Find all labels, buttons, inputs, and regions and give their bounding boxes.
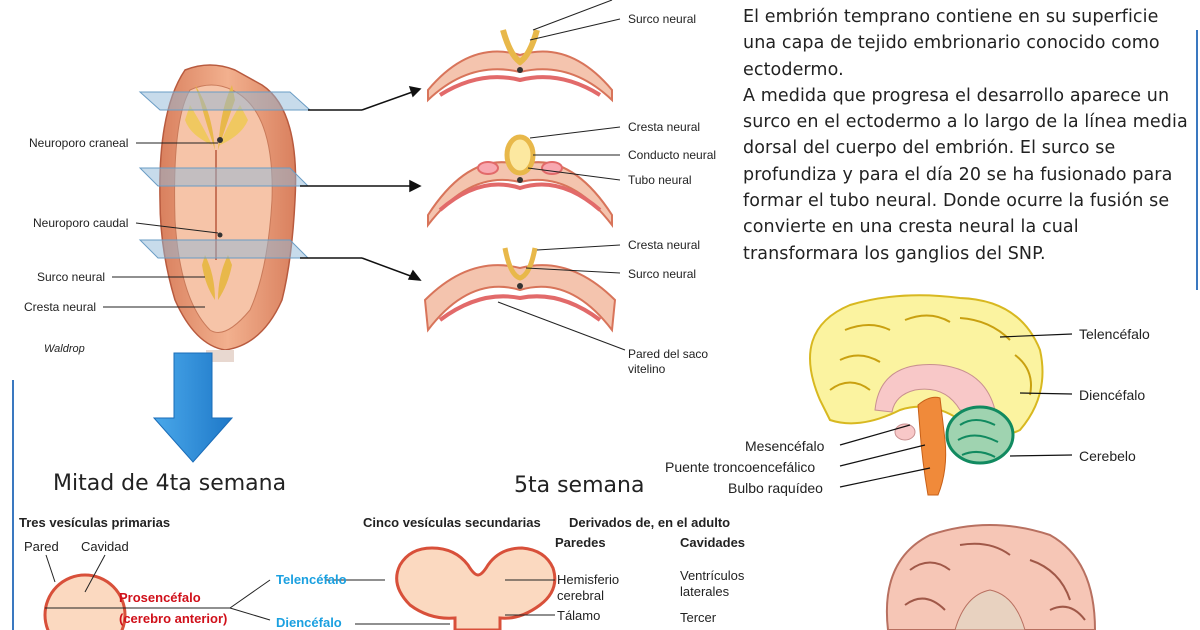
cross-section-middle (427, 134, 613, 228)
week-label-4: Mitad de 4ta semana (53, 471, 287, 496)
explanation-paragraph-1: El embrión temprano contiene en su super… (743, 7, 1160, 80)
cross-section-top (427, 29, 613, 103)
label-hemisferio-2: cerebral (557, 588, 604, 603)
label-hemisferio-1: Hemisferio (557, 572, 620, 587)
title-derivados: Derivados de, en el adulto (569, 515, 731, 530)
label-cerebro-anterior: (cerebro anterior) (119, 611, 228, 626)
explanation-paragraph-2: A medida que progresa el desarrollo apar… (743, 85, 1188, 264)
title-tres-vesiculas: Tres vesículas primarias (19, 515, 171, 530)
label-pared-saco-line1: Pared del saco (628, 347, 709, 361)
section-leader-lines (497, 0, 626, 351)
label-talamo: Tálamo (557, 608, 601, 623)
label-prosencefalo: Prosencéfalo (119, 590, 201, 605)
week-label-5: 5ta semana (514, 473, 645, 498)
brain-sagittal-illustration (809, 294, 1044, 496)
brain-leader-lines (839, 333, 1073, 488)
label-vesicle-diencefalo: Diencéfalo (276, 615, 342, 630)
label-cerebelo: Cerebelo (1079, 448, 1136, 464)
label-telencefalo: Telencéfalo (1079, 326, 1150, 342)
label-tercer: Tercer (680, 610, 717, 625)
label-diencefalo: Diencéfalo (1079, 387, 1146, 403)
label-mid-tubo-neural: Tubo neural (628, 173, 692, 187)
primary-vesicle-illustration (43, 554, 271, 630)
down-arrow-icon (152, 352, 234, 463)
label-cresta-neural: Cresta neural (24, 300, 97, 314)
label-mid-conducto-neural: Conducto neural (628, 148, 717, 162)
label-neuroporo-caudal: Neuroporo caudal (33, 216, 129, 230)
credit-waldrop: Waldrop (44, 343, 85, 355)
label-ventriculos-1: Ventrículos (680, 568, 745, 583)
explanation-text: El embrión temprano contiene en su super… (743, 4, 1193, 267)
title-cinco-vesiculas: Cinco vesículas secundarias (363, 515, 541, 530)
label-mesencefalo: Mesencéfalo (745, 438, 825, 454)
secondary-vesicle-illustration (325, 546, 557, 630)
label-mid-cresta-neural: Cresta neural (628, 120, 701, 134)
brain-coronal-illustration (886, 524, 1097, 630)
label-ventriculos-2: laterales (680, 584, 730, 599)
label-puente-troncoencefalico: Puente troncoencefálico (665, 459, 816, 475)
label-bot-cresta-neural: Cresta neural (628, 238, 701, 252)
label-bot-surco-neural: Surco neural (628, 267, 697, 281)
label-vesicle-telencefalo: Telencéfalo (276, 572, 347, 587)
embryo-illustration (159, 64, 297, 362)
heading-paredes: Paredes (555, 535, 606, 550)
heading-cavidades: Cavidades (680, 535, 746, 550)
label-bulbo-raquideo: Bulbo raquídeo (728, 480, 823, 496)
label-pared-saco-line2: vitelino (628, 362, 666, 376)
label-pared: Pared (24, 539, 59, 554)
label-cavidad: Cavidad (81, 539, 129, 554)
embryo-leader-lines (103, 142, 219, 308)
plane-arrows (300, 86, 422, 281)
label-neuroporo-craneal: Neuroporo craneal (29, 136, 129, 150)
label-surco-neural: Surco neural (37, 270, 106, 284)
cross-section-bottom (423, 247, 617, 333)
label-top-surco-neural: Surco neural (628, 12, 697, 26)
